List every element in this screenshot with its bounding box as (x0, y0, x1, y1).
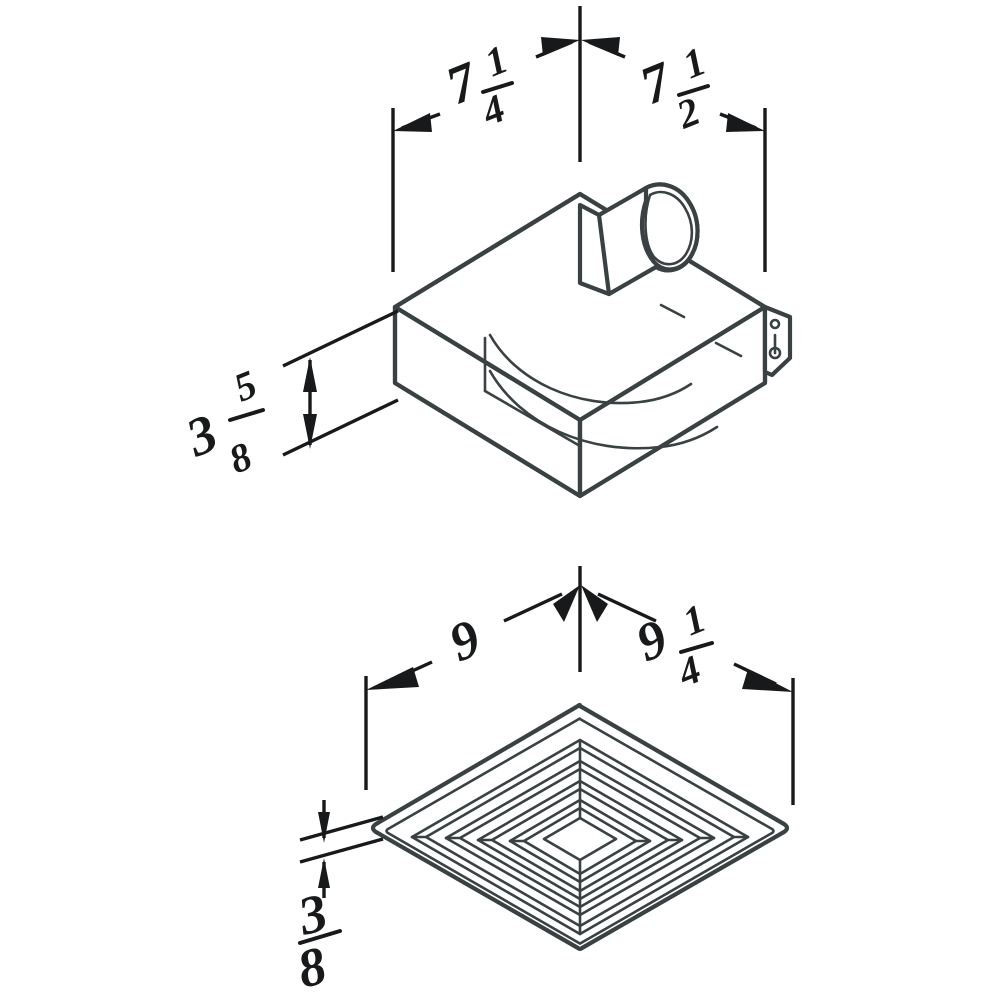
arrowhead-7-1-4-right (541, 37, 580, 56)
dim-label-9-1-4-whole: 9 (628, 607, 676, 673)
dim-label-7-1-2-numerator: 1 (677, 38, 712, 87)
duct-collar-inner-rim (644, 190, 694, 266)
dim-fraction-bar-3-8 (298, 929, 342, 945)
grille-frame-inner-rim (385, 717, 775, 945)
dim-label-3-8-denominator: 8 (291, 935, 332, 1000)
grille-isometric-view (370, 702, 790, 952)
dim-fraction-bar-7-1-2 (677, 84, 710, 97)
dimension-grille-width: 9 1 4 (581, 585, 793, 696)
dim-fraction-bar-9-1-4 (679, 641, 714, 654)
housing-box-top-rear-left-edge (392, 191, 583, 310)
arrowhead-9-right (553, 585, 580, 622)
arrowhead-7-1-2-right (726, 113, 765, 132)
ext-line-housing-height-upper (282, 309, 399, 368)
arrowhead-9-left (366, 667, 419, 690)
dim-fraction-bar-3-5-8 (228, 408, 265, 422)
dimension-housing-width: 7 1 2 (581, 37, 765, 138)
dim-label-3-5-8-numerator: 5 (228, 361, 263, 410)
dim-fraction-bar-7-1-4 (481, 81, 514, 94)
arrowhead-7-1-4-left (393, 113, 432, 132)
housing-box-top-right-edge (577, 304, 768, 423)
dim-label-9-1-4-denominator: 4 (671, 646, 707, 696)
ext-line-housing-height-lower (282, 398, 399, 457)
blower-scroll (483, 333, 719, 498)
mounting-bracket-plate (762, 304, 793, 378)
dimension-grille-thickness: 3 8 (291, 800, 384, 1000)
keyhole-slot-shaft (768, 333, 782, 360)
ext-line-grille-thickness-lower (299, 837, 384, 864)
dimension-housing-height: 3 5 8 (177, 309, 399, 482)
ext-line-grille-thickness-upper (299, 815, 384, 842)
housing-box-top-left-edge (392, 304, 583, 423)
housing-seam-line-lower (714, 341, 743, 358)
leader-9-1-4-left (597, 592, 657, 623)
arrowhead-7-1-2-left (581, 37, 620, 56)
grille-frame-outer (370, 702, 790, 952)
blower-scroll-left-lower-edge (483, 389, 582, 448)
housing-seam-line-upper (659, 303, 686, 319)
arrowhead-grille-thickness-down (318, 812, 330, 843)
dim-label-7-1-2-denominator: 2 (670, 88, 706, 138)
dim-label-3-5-8-denominator: 8 (223, 433, 258, 482)
dim-label-7-1-4-denominator: 4 (475, 85, 511, 135)
fan-housing-isometric-view (392, 182, 793, 499)
arrowhead-9-1-4-left (581, 585, 608, 622)
dimension-grille-depth: 9 (366, 585, 580, 690)
arrowhead-housing-height-up (303, 357, 317, 392)
dim-label-9-whole: 9 (441, 607, 489, 673)
arrowhead-grille-thickness-up (318, 858, 330, 888)
dim-label-7-1-4-numerator: 1 (479, 36, 514, 85)
arrowhead-housing-height-down (303, 414, 317, 449)
duct-collar-base-plate (577, 202, 612, 297)
grille-louvers (410, 738, 750, 936)
keyhole-slot-circle (769, 318, 781, 330)
dim-label-3-5-8-whole: 3 (177, 402, 225, 468)
arrowhead-9-1-4-right (742, 669, 793, 692)
duct-collar (577, 182, 700, 297)
blower-scroll-inner-curve (488, 333, 693, 405)
dim-label-9-1-4-numerator: 1 (677, 595, 712, 644)
leader-9-right (503, 592, 563, 623)
mounting-bracket-keyhole (762, 304, 793, 378)
blower-scroll-outer-curve (488, 369, 719, 450)
dimension-housing-depth: 7 1 4 (393, 36, 580, 135)
